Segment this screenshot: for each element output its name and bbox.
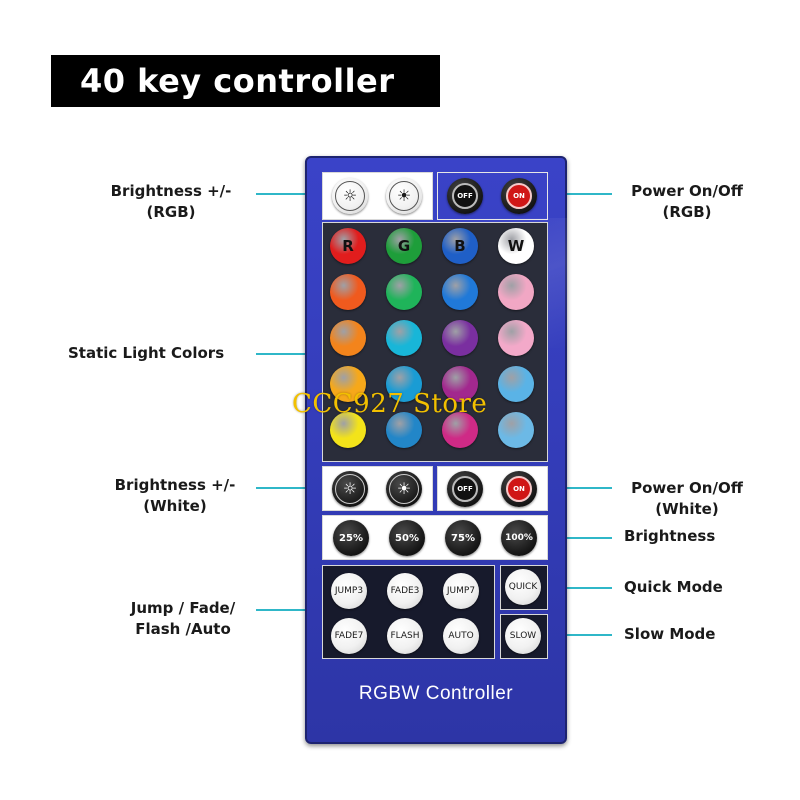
- leader-brightness-rgb: [256, 193, 322, 195]
- power-off-icon: OFF: [452, 183, 478, 209]
- leader-brightness-white: [256, 487, 322, 489]
- color-button[interactable]: [386, 320, 422, 356]
- color-button[interactable]: [498, 320, 534, 356]
- leader-quick-mode: [548, 587, 612, 589]
- panel-brightness-rgb: ☼ ☀: [322, 172, 433, 220]
- color-button[interactable]: B: [442, 228, 478, 264]
- color-button[interactable]: R: [330, 228, 366, 264]
- color-button[interactable]: [498, 412, 534, 448]
- brightness-25-button[interactable]: 25%: [333, 520, 369, 556]
- page-title: 40 key controller: [80, 62, 395, 100]
- power-off-icon: OFF: [452, 476, 478, 502]
- color-button[interactable]: [330, 320, 366, 356]
- panel-power-rgb: OFF ON: [437, 172, 548, 220]
- sun-up-icon: ☀: [389, 474, 419, 504]
- color-button-letter: R: [342, 237, 354, 255]
- brightness-75-button[interactable]: 75%: [445, 520, 481, 556]
- panel-slow: SLOW: [500, 614, 548, 659]
- callout-brightness: Brightness: [624, 527, 716, 545]
- panel-power-white: OFF ON: [437, 466, 548, 511]
- panel-modes: JUMP3 FADE3 JUMP7 FADE7 FLASH AUTO: [322, 565, 495, 659]
- power-off-rgb-button[interactable]: OFF: [447, 178, 483, 214]
- remote-brand-label: RGBW Controller: [358, 683, 514, 704]
- brightness-up-rgb-button[interactable]: ☀: [386, 178, 422, 214]
- color-button[interactable]: G: [386, 228, 422, 264]
- fade7-button[interactable]: FADE7: [331, 618, 367, 654]
- color-button[interactable]: [386, 274, 422, 310]
- panel-quick: QUICK: [500, 565, 548, 610]
- power-on-icon: ON: [506, 183, 532, 209]
- title-banner: 40 key controller: [51, 55, 440, 107]
- leader-power-rgb: [548, 193, 612, 195]
- callout-slow-mode: Slow Mode: [624, 625, 716, 643]
- leader-brightness: [548, 537, 612, 539]
- sun-down-icon: ☼: [335, 181, 365, 211]
- brightness-down-rgb-button[interactable]: ☼: [332, 178, 368, 214]
- color-button[interactable]: [330, 366, 366, 402]
- power-on-icon: ON: [506, 476, 532, 502]
- quick-button[interactable]: QUICK: [505, 569, 541, 605]
- leader-slow-mode: [548, 634, 612, 636]
- flash-button[interactable]: FLASH: [387, 618, 423, 654]
- leader-modes: [256, 609, 322, 611]
- callout-power-white: Power On/Off (White): [631, 479, 743, 518]
- color-button[interactable]: [442, 366, 478, 402]
- color-button[interactable]: [386, 412, 422, 448]
- panel-brightness-levels: 25% 50% 75% 100%: [322, 515, 548, 560]
- slow-button[interactable]: SLOW: [505, 618, 541, 654]
- panel-brightness-white: ☼ ☀: [322, 466, 433, 511]
- remote-controller: ☼ ☀ OFF ON R G B W ☼ ☀ OFF ON 25%: [305, 156, 567, 744]
- callout-brightness-white: Brightness +/- (White): [114, 476, 236, 515]
- power-on-rgb-button[interactable]: ON: [501, 178, 537, 214]
- callout-static-colors: Static Light Colors: [68, 344, 225, 362]
- color-button[interactable]: W: [498, 228, 534, 264]
- color-button[interactable]: [498, 366, 534, 402]
- color-button[interactable]: [442, 274, 478, 310]
- brightness-down-white-button[interactable]: ☼: [332, 471, 368, 507]
- jump7-button[interactable]: JUMP7: [443, 573, 479, 609]
- brightness-up-white-button[interactable]: ☀: [386, 471, 422, 507]
- leader-power-white: [548, 487, 612, 489]
- callout-quick-mode: Quick Mode: [624, 578, 723, 596]
- color-button-letter: W: [507, 237, 525, 255]
- color-button-letter: B: [454, 237, 466, 255]
- color-button[interactable]: [330, 274, 366, 310]
- color-button[interactable]: [386, 366, 422, 402]
- auto-button[interactable]: AUTO: [443, 618, 479, 654]
- jump3-button[interactable]: JUMP3: [331, 573, 367, 609]
- fade3-button[interactable]: FADE3: [387, 573, 423, 609]
- color-button[interactable]: [498, 274, 534, 310]
- color-button[interactable]: [442, 412, 478, 448]
- callout-modes: Jump / Fade/ Flash /Auto: [130, 599, 236, 638]
- sun-down-icon: ☼: [335, 474, 365, 504]
- power-off-white-button[interactable]: OFF: [447, 471, 483, 507]
- color-button[interactable]: [330, 412, 366, 448]
- color-button[interactable]: [442, 320, 478, 356]
- sun-up-icon: ☀: [389, 181, 419, 211]
- power-on-white-button[interactable]: ON: [501, 471, 537, 507]
- brightness-100-button[interactable]: 100%: [501, 520, 537, 556]
- callout-power-rgb: Power On/Off (RGB): [631, 182, 743, 221]
- color-button-letter: G: [397, 237, 411, 255]
- callout-brightness-rgb: Brightness +/- (RGB): [110, 182, 232, 221]
- leader-static-colors: [256, 353, 322, 355]
- brightness-50-button[interactable]: 50%: [389, 520, 425, 556]
